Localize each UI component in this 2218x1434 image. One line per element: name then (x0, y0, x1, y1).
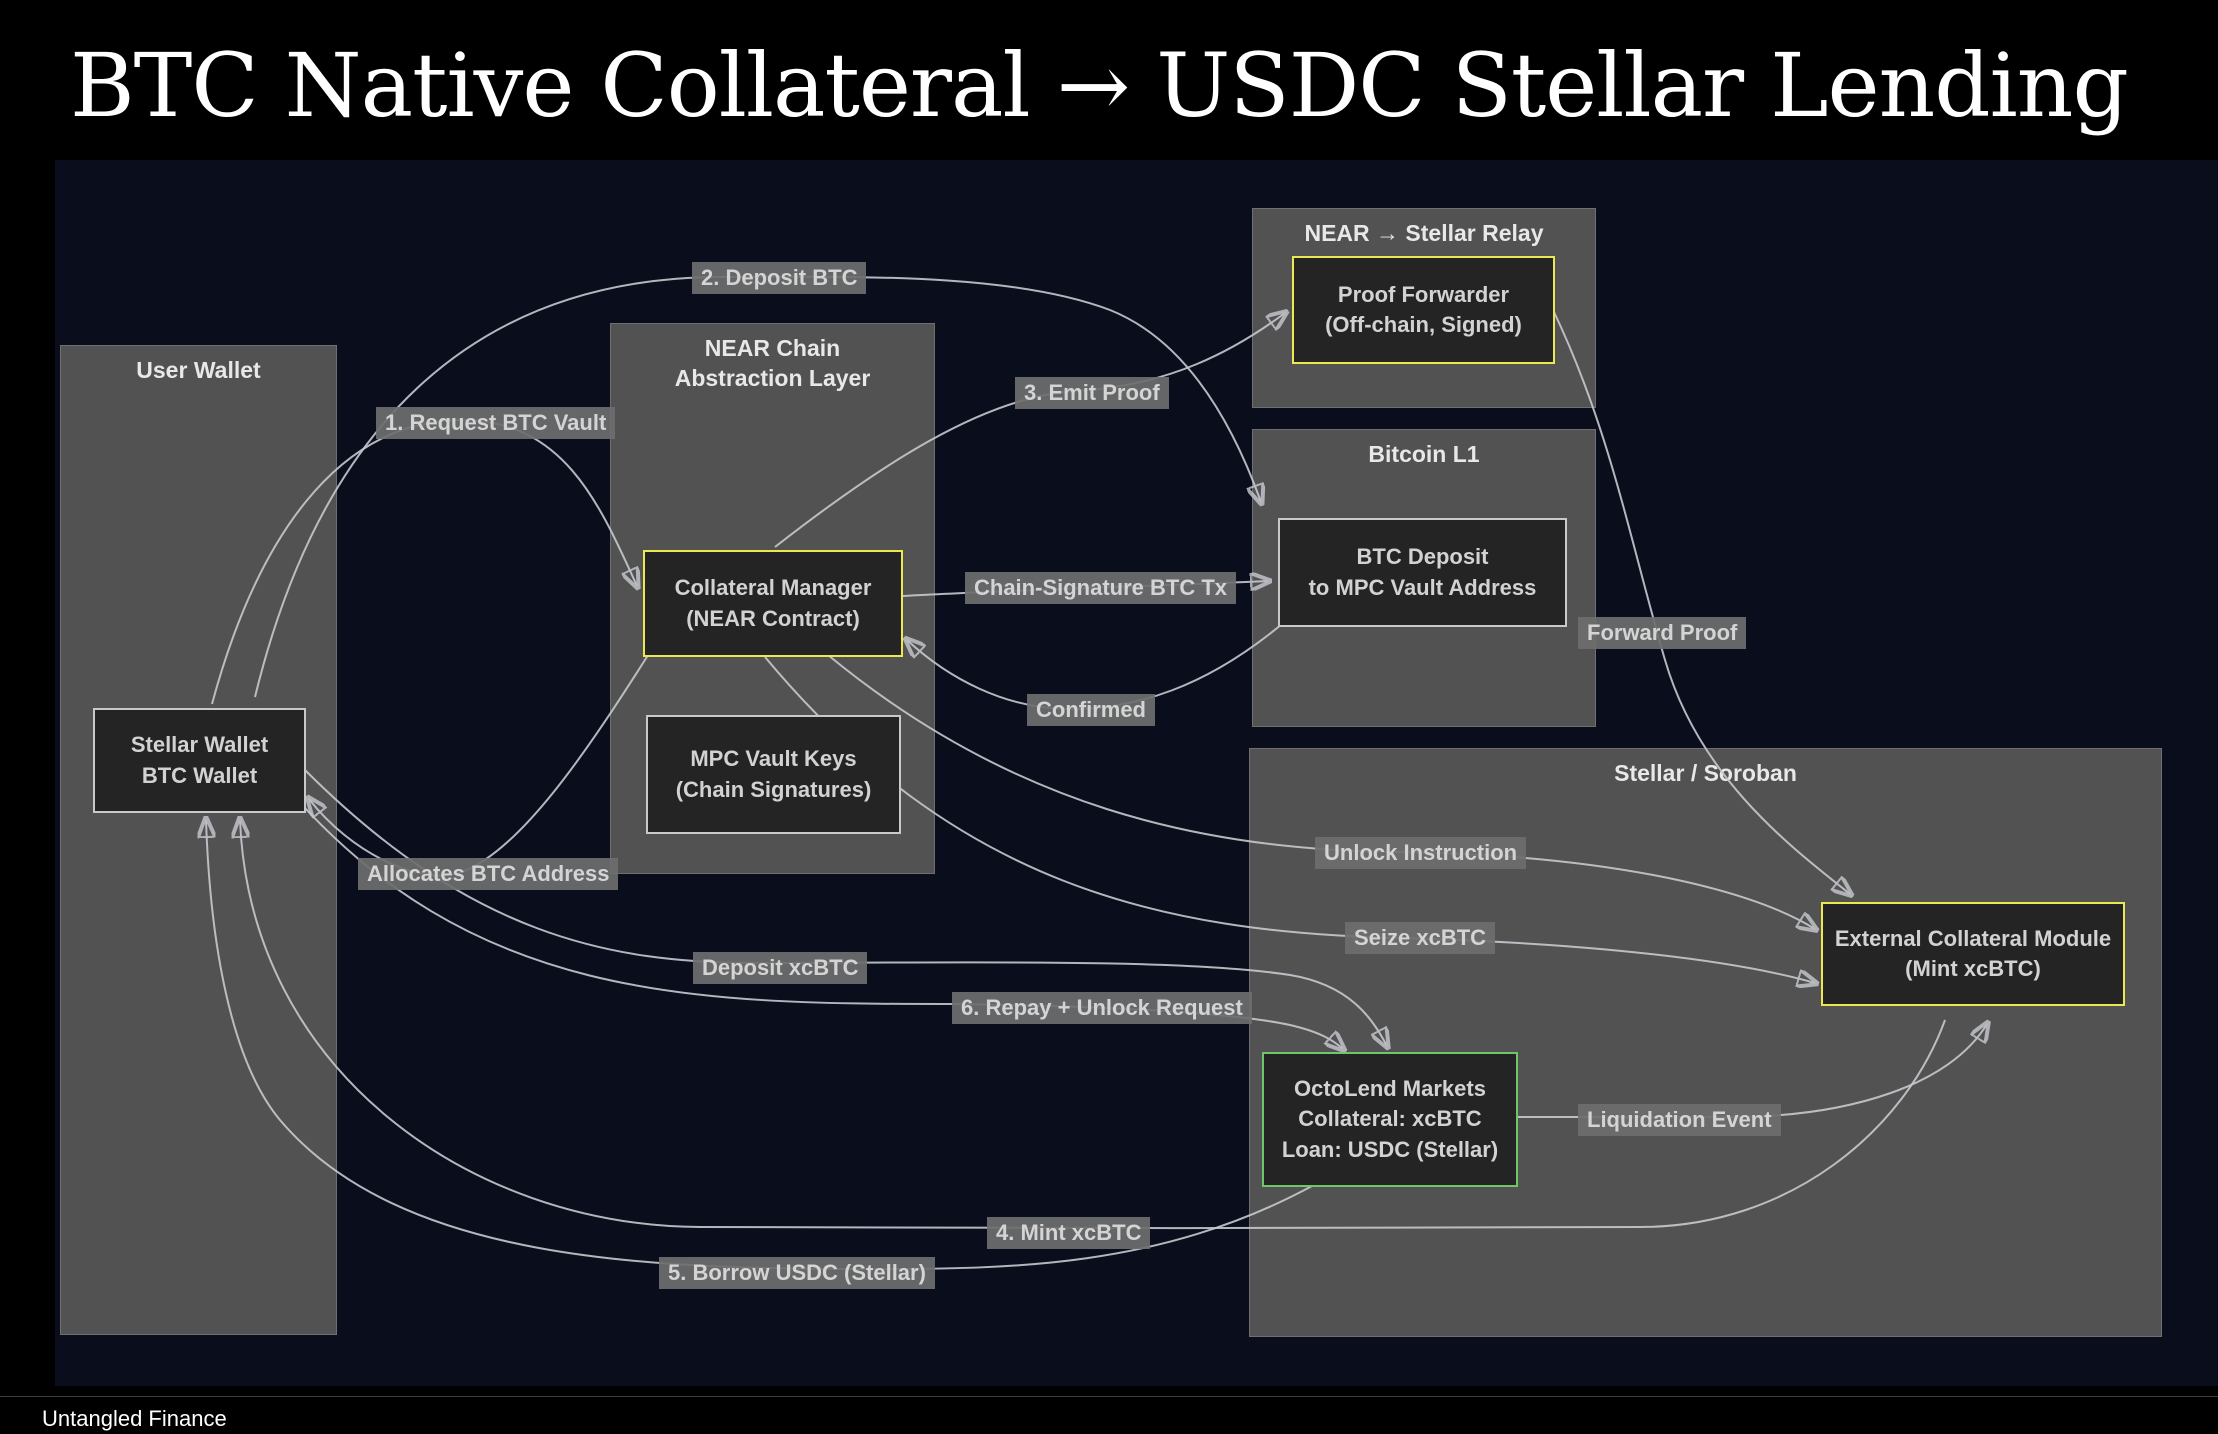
node-mpc-vault-keys: MPC Vault Keys (Chain Signatures) (646, 715, 901, 834)
edge-label-forward-proof: Forward Proof (1578, 617, 1747, 649)
edge-label-unlock-instruction: Unlock Instruction (1315, 837, 1527, 869)
group-near-layer-title: NEAR Chain Abstraction Layer (674, 335, 871, 391)
page-title: BTC Native Collateral → USDC Stellar Len… (70, 34, 2129, 137)
node-proof-forwarder: Proof Forwarder (Off-chain, Signed) (1292, 256, 1555, 364)
node-btc-deposit-line2: to MPC Vault Address (1308, 574, 1537, 600)
edge-label-chain-signature-btc-tx: Chain-Signature BTC Tx (965, 572, 1237, 604)
node-external-collateral-line2: (Mint xcBTC) (1905, 956, 2041, 981)
group-user-wallet-title: User Wallet (136, 357, 261, 383)
group-relay-title: NEAR → Stellar Relay (1304, 220, 1544, 246)
node-btc-deposit-line1: BTC Deposit (1356, 544, 1489, 570)
node-octolend-line3: Loan: USDC (Stellar) (1281, 1136, 1499, 1162)
edge-label-borrow-usdc-stellar: 5. Borrow USDC (Stellar) (659, 1257, 935, 1289)
node-btc-deposit: BTC Deposit to MPC Vault Address (1278, 518, 1567, 627)
node-collateral-manager-line1: Collateral Manager (674, 575, 872, 601)
node-collateral-manager-line2: (NEAR Contract) (686, 605, 860, 631)
group-user-wallet: User Wallet (60, 345, 337, 1335)
edge-label-emit-proof: 3. Emit Proof (1015, 377, 1169, 409)
node-mpc-vault-keys-line2: (Chain Signatures) (675, 776, 872, 802)
node-external-collateral-line1: External Collateral Module (1834, 925, 2112, 951)
node-collateral-manager: Collateral Manager (NEAR Contract) (643, 550, 903, 657)
node-external-collateral-module: External Collateral Module (Mint xcBTC) (1821, 902, 2125, 1006)
edge-label-request-btc-vault: 1. Request BTC Vault (376, 407, 616, 439)
node-octolend-line1: OctoLend Markets (1294, 1075, 1486, 1101)
node-stellar-wallet-line1: Stellar Wallet (130, 732, 269, 758)
footer-divider (0, 1396, 2218, 1397)
edge-label-deposit-xcbtc: Deposit xcBTC (693, 952, 868, 984)
footer-brand: Untangled Finance (42, 1406, 227, 1431)
node-octolend-line2: Collateral: xcBTC (1298, 1106, 1482, 1132)
edge-label-deposit-btc: 2. Deposit BTC (692, 262, 867, 294)
node-proof-forwarder-line1: Proof Forwarder (1337, 281, 1510, 307)
node-proof-forwarder-line2: (Off-chain, Signed) (1325, 312, 1522, 337)
node-stellar-wallet-line2: BTC Wallet (141, 762, 258, 788)
edge-label-liquidation-event: Liquidation Event (1578, 1104, 1781, 1136)
edge-label-seize-xcbtc: Seize xcBTC (1345, 922, 1496, 954)
group-stellar-soroban-title: Stellar / Soroban (1614, 760, 1797, 786)
node-mpc-vault-keys-line1: MPC Vault Keys (690, 746, 857, 772)
node-octolend-markets: OctoLend Markets Collateral: xcBTC Loan:… (1262, 1052, 1518, 1187)
node-stellar-wallet: Stellar Wallet BTC Wallet (93, 708, 306, 813)
edge-label-allocates-btc-address: Allocates BTC Address (358, 858, 619, 890)
edge-label-confirmed: Confirmed (1027, 694, 1155, 726)
group-bitcoin-l1-title: Bitcoin L1 (1368, 441, 1480, 467)
edge-label-repay-unlock-request: 6. Repay + Unlock Request (952, 992, 1252, 1024)
edge-label-mint-xcbtc: 4. Mint xcBTC (987, 1217, 1151, 1249)
